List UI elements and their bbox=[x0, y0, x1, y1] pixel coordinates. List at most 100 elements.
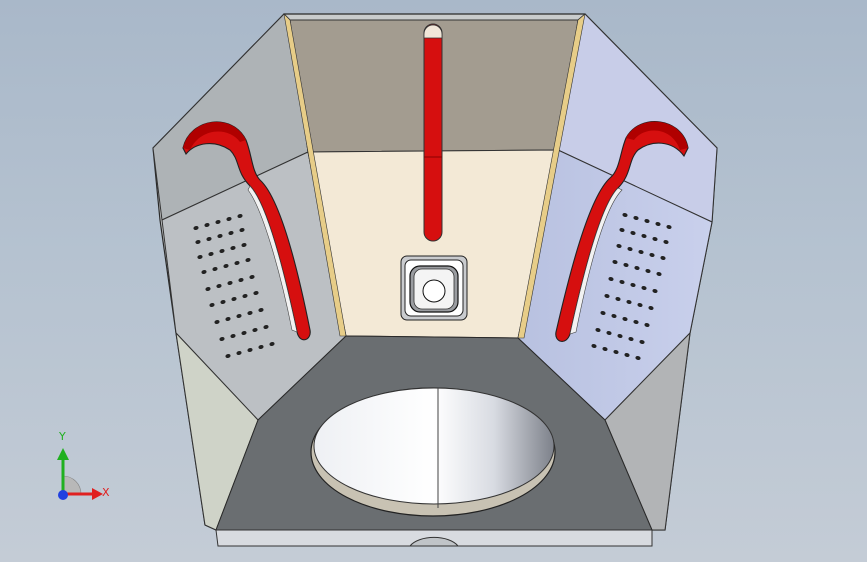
perforation-hole bbox=[608, 276, 614, 282]
perforation-hole bbox=[663, 239, 669, 245]
perforation-hole bbox=[236, 313, 242, 319]
perforation-hole bbox=[611, 313, 617, 319]
perforation-hole bbox=[624, 352, 630, 358]
perforation-hole bbox=[612, 259, 618, 265]
perforation-hole bbox=[225, 353, 231, 359]
perforation-hole bbox=[641, 233, 647, 239]
perforation-hole bbox=[206, 236, 212, 242]
perforation-hole bbox=[602, 346, 608, 352]
x-axis-label: X bbox=[102, 486, 110, 499]
perforation-hole bbox=[245, 257, 251, 263]
perforation-hole bbox=[252, 327, 258, 333]
perforation-hole bbox=[627, 246, 633, 252]
perforation-hole bbox=[205, 286, 211, 292]
perforation-hole bbox=[652, 288, 658, 294]
perforation-hole bbox=[258, 344, 264, 350]
perforation-hole bbox=[613, 349, 619, 355]
z-axis-dot bbox=[58, 490, 68, 500]
perforation-hole bbox=[645, 268, 651, 274]
perforation-hole bbox=[238, 277, 244, 283]
perforation-hole bbox=[223, 263, 229, 269]
perforation-hole bbox=[616, 243, 622, 249]
perforation-hole bbox=[604, 293, 610, 299]
perforation-hole bbox=[655, 221, 661, 227]
perforation-hole bbox=[634, 265, 640, 271]
perforation-hole bbox=[644, 218, 650, 224]
perforation-hole bbox=[219, 336, 225, 342]
boss-hole bbox=[422, 279, 446, 303]
perforation-hole bbox=[247, 310, 253, 316]
perforation-hole bbox=[600, 310, 606, 316]
perforation-hole bbox=[639, 339, 645, 345]
perforation-hole bbox=[193, 225, 199, 231]
perforation-hole bbox=[230, 333, 236, 339]
perforation-hole bbox=[242, 293, 248, 299]
perforation-hole bbox=[247, 347, 253, 353]
y-axis-label: Y bbox=[59, 430, 66, 443]
perforation-hole bbox=[228, 230, 234, 236]
perforation-hole bbox=[626, 299, 632, 305]
perforation-hole bbox=[648, 305, 654, 311]
perforation-hole bbox=[606, 330, 612, 336]
perforation-hole bbox=[633, 319, 639, 325]
perforation-hole bbox=[225, 316, 231, 322]
perforation-hole bbox=[591, 343, 597, 349]
perforation-hole bbox=[215, 219, 221, 225]
perforation-hole bbox=[234, 260, 240, 266]
perforation-hole bbox=[660, 255, 666, 261]
perforation-hole bbox=[209, 302, 215, 308]
perforation-hole bbox=[226, 216, 232, 222]
perforation-hole bbox=[622, 316, 628, 322]
perforation-hole bbox=[637, 302, 643, 308]
perforation-hole bbox=[212, 266, 218, 272]
perforation-hole bbox=[638, 249, 644, 255]
perforation-hole bbox=[241, 330, 247, 336]
perforation-hole bbox=[652, 236, 658, 242]
perforation-hole bbox=[630, 230, 636, 236]
perforation-hole bbox=[195, 239, 201, 245]
axis-triad: Y X bbox=[40, 430, 120, 506]
perforation-hole bbox=[623, 262, 629, 268]
perforation-hole bbox=[635, 355, 641, 361]
perforation-hole bbox=[269, 341, 275, 347]
perforation-hole bbox=[666, 224, 672, 230]
perforation-hole bbox=[230, 245, 236, 251]
perforation-hole bbox=[595, 327, 601, 333]
perforation-hole bbox=[237, 213, 243, 219]
perforation-hole bbox=[201, 269, 207, 275]
perforation-hole bbox=[204, 222, 210, 228]
perforation-hole bbox=[214, 319, 220, 325]
right-curved-slot bbox=[555, 121, 689, 342]
perforation-hole bbox=[622, 212, 628, 218]
perforation-hole bbox=[641, 285, 647, 291]
perforation-hole bbox=[249, 274, 255, 280]
perforation-hole bbox=[227, 280, 233, 286]
perforation-hole bbox=[619, 279, 625, 285]
perforation-hole bbox=[617, 333, 623, 339]
perforation-hole bbox=[216, 283, 222, 289]
right-perforation-pattern bbox=[591, 212, 672, 361]
perforation-hole bbox=[241, 242, 247, 248]
perforation-hole bbox=[239, 227, 245, 233]
perforation-hole bbox=[628, 336, 634, 342]
perforation-hole bbox=[649, 252, 655, 258]
perforation-hole bbox=[258, 307, 264, 313]
perforation-hole bbox=[633, 215, 639, 221]
perforation-hole bbox=[231, 296, 237, 302]
perforation-hole bbox=[219, 248, 225, 254]
perforation-hole bbox=[208, 251, 214, 257]
perforation-hole bbox=[217, 233, 223, 239]
perforation-hole bbox=[656, 271, 662, 277]
bore-hole bbox=[313, 387, 555, 505]
perforation-hole bbox=[615, 296, 621, 302]
perforation-hole bbox=[630, 282, 636, 288]
left-perforation-pattern bbox=[193, 213, 275, 359]
perforation-hole bbox=[644, 322, 650, 328]
center-slot bbox=[423, 23, 443, 242]
perforation-hole bbox=[619, 227, 625, 233]
perforation-hole bbox=[253, 290, 259, 296]
left-curved-slot bbox=[182, 121, 311, 341]
perforation-hole bbox=[263, 324, 269, 330]
